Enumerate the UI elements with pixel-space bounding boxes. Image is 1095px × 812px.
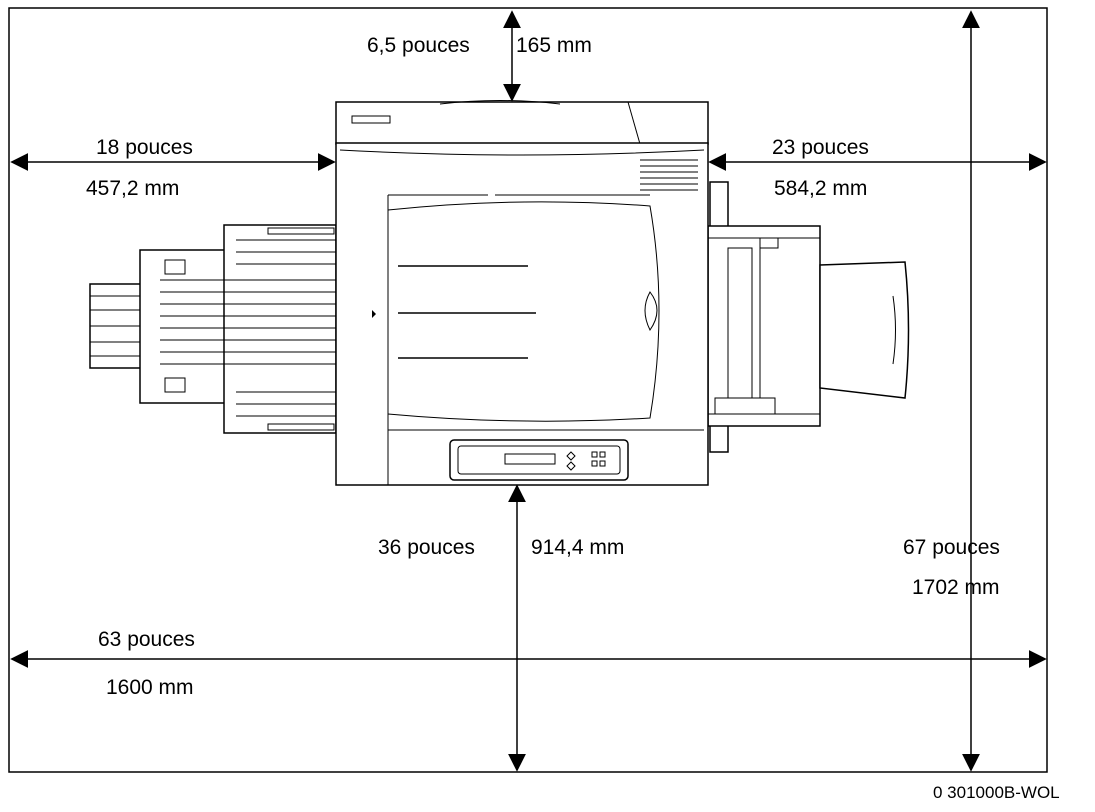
right-clearance-mm: 584,2 mm xyxy=(774,177,867,200)
front-clearance-inches: 36 pouces xyxy=(378,536,475,559)
left-clearance-mm: 457,2 mm xyxy=(86,177,179,200)
control-panel xyxy=(449,439,629,481)
front-clearance-mm: 914,4 mm xyxy=(531,536,624,559)
left-paper-tray xyxy=(89,224,337,434)
top-clearance-mm: 165 mm xyxy=(516,34,592,57)
left-clearance-inches: 18 pouces xyxy=(96,136,193,159)
total-depth-mm: 1702 mm xyxy=(912,576,1000,599)
vent-grille xyxy=(640,159,698,191)
total-depth-inches: 67 pouces xyxy=(903,536,1000,559)
printer-body xyxy=(335,100,709,486)
right-clearance-inches: 23 pouces xyxy=(772,136,869,159)
printer-top-view xyxy=(89,100,910,486)
right-output-tray xyxy=(707,181,910,453)
figure-code: 0 301000B-WOL xyxy=(933,783,1060,802)
clearance-boundary xyxy=(8,7,1048,773)
total-width-mm: 1600 mm xyxy=(106,676,194,699)
top-clearance-inches: 6,5 pouces xyxy=(367,34,470,57)
total-width-inches: 63 pouces xyxy=(98,628,195,651)
